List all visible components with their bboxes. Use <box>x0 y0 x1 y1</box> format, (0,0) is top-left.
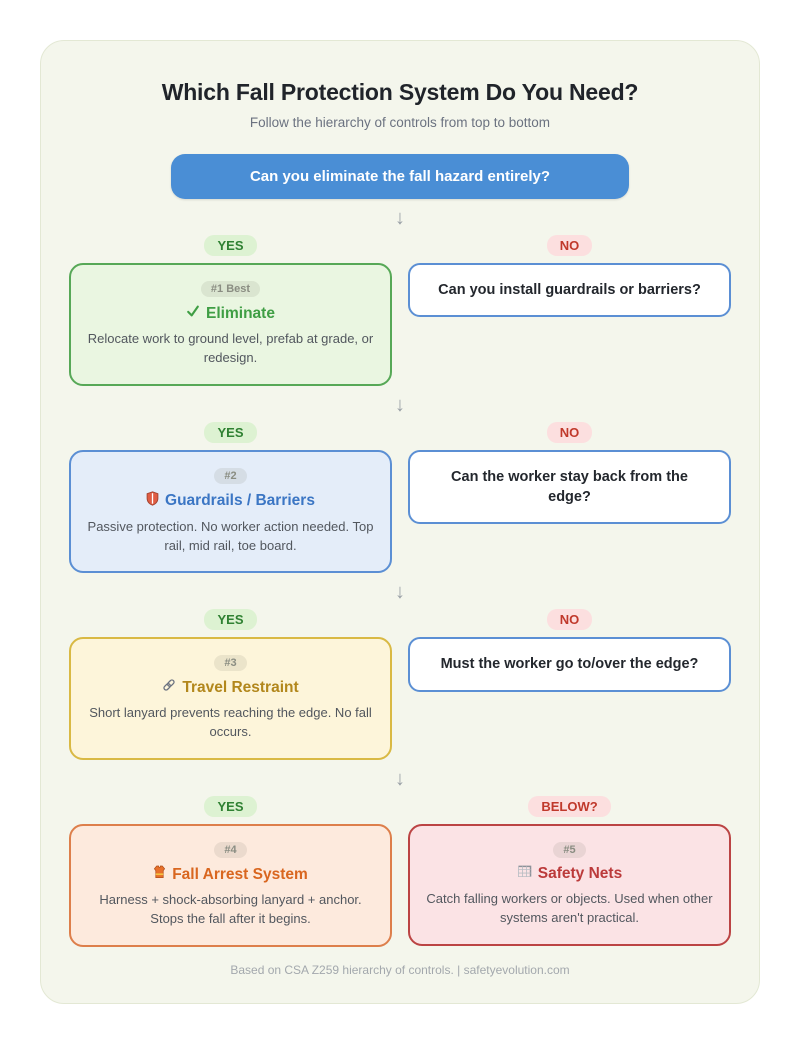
shield-icon <box>146 491 159 511</box>
page-subtitle: Follow the hierarchy of controls from to… <box>249 115 551 130</box>
solution-card-fall-arrest: #4 Fall Arrest System Harness + shock-ab… <box>69 824 392 947</box>
row1-badges: YES NO <box>69 235 731 263</box>
yes-badge: YES <box>204 235 257 256</box>
solution-card-eliminate: #1 Best Eliminate Relocate work to groun… <box>69 263 392 386</box>
solution-card-safety-nets: #5 Safety Nets Catch falling workers or … <box>408 824 731 946</box>
row3-boxes: #3 Travel Restraint Short lanyard preven… <box>69 637 731 761</box>
yes-badge: YES <box>204 796 257 818</box>
row4-boxes: #4 Fall Arrest System Harness + shock-ab… <box>69 824 731 947</box>
row1-boxes: #1 Best Eliminate Relocate work to groun… <box>69 263 731 386</box>
no-badge: NO <box>546 235 593 256</box>
root-question-box: Can you eliminate the fall hazard entire… <box>171 154 629 199</box>
down-arrow-icon: ↓ <box>395 393 405 416</box>
link-icon <box>162 678 176 697</box>
no-badge: NO <box>546 421 593 443</box>
goal-net-icon <box>517 865 532 883</box>
solution-title: Eliminate <box>206 304 275 322</box>
down-arrow-icon: ↓ <box>395 207 405 229</box>
below-badge: BELOW? <box>528 796 611 818</box>
solution-description: Short lanyard prevents reaching the edge… <box>89 705 372 740</box>
solution-title: Safety Nets <box>537 865 623 883</box>
solution-description: Relocate work to ground level, prefab at… <box>87 331 374 365</box>
solution-description: Harness + shock-absorbing lanyard + anch… <box>99 892 362 926</box>
flowchart-card: Which Fall Protection System Do You Need… <box>40 40 760 1004</box>
page-title: Which Fall Protection System Do You Need… <box>161 79 639 105</box>
solution-title: Guardrails / Barriers <box>165 491 315 509</box>
solution-description: Catch falling workers or objects. Used w… <box>426 891 713 925</box>
no-badge: NO <box>546 609 593 631</box>
solution-title: Travel Restraint <box>182 678 299 696</box>
down-arrow-icon: ↓ <box>395 581 405 604</box>
question-box-guardrails: Can you install guardrails or barriers? <box>408 263 731 318</box>
row2-boxes: #2 Guardrails / Barriers Passive protect… <box>69 449 731 574</box>
yes-badge: YES <box>204 421 257 443</box>
rank-badge: #2 <box>214 467 247 484</box>
row2-badges: YES NO <box>69 421 731 450</box>
down-arrow-icon: ↓ <box>395 768 405 791</box>
question-box-stay-back: Can the worker stay back from the edge? <box>408 449 731 525</box>
solution-description: Passive protection. No worker action nee… <box>87 518 374 553</box>
safety-vest-icon <box>153 865 166 884</box>
row3-badges: YES NO <box>69 609 731 637</box>
solution-title: Fall Arrest System <box>172 865 308 883</box>
question-box-over-edge: Must the worker go to/over the edge? <box>408 637 731 692</box>
rank-badge: #3 <box>214 655 247 672</box>
row4-badges: YES BELOW? <box>69 796 731 824</box>
rank-badge: #4 <box>214 842 247 859</box>
checkmark-icon <box>186 304 200 323</box>
solution-card-guardrails: #2 Guardrails / Barriers Passive protect… <box>69 449 392 574</box>
rank-badge: #5 <box>553 842 586 859</box>
rank-badge: #1 Best <box>200 281 261 297</box>
attribution-footer: Based on CSA Z259 hierarchy of controls.… <box>230 962 570 977</box>
yes-badge: YES <box>204 609 257 631</box>
solution-card-travel-restraint: #3 Travel Restraint Short lanyard preven… <box>69 637 392 761</box>
